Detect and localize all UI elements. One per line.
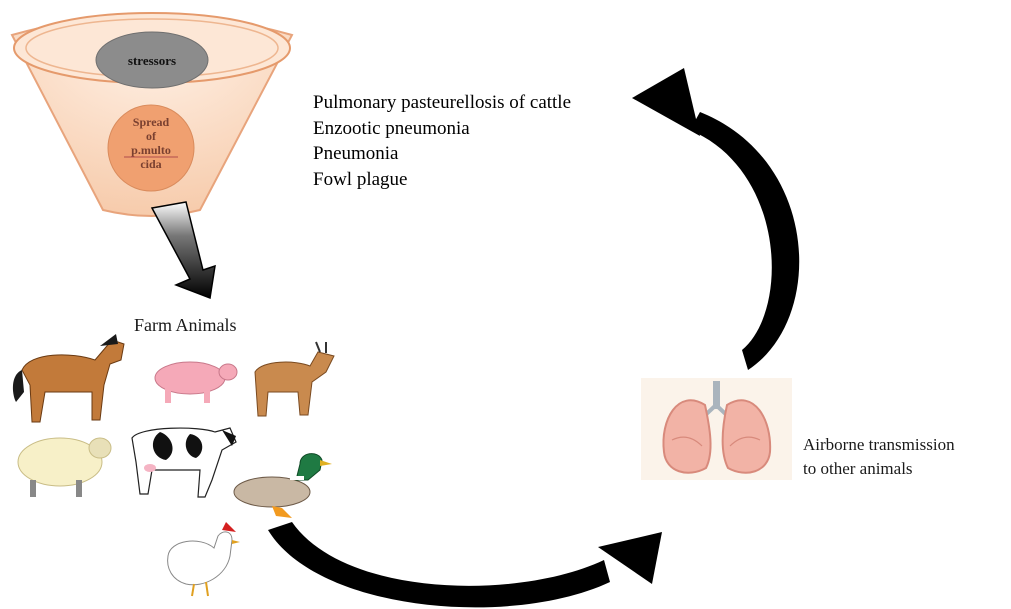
spread-label-line-4: cida xyxy=(140,157,161,171)
spread-label-line-3: p.multo xyxy=(131,143,171,157)
cycle-arrow-right-icon xyxy=(268,522,662,607)
pig-icon xyxy=(155,362,237,403)
airborne-caption-line-2: to other animals xyxy=(803,457,955,481)
stressors-label: stressors xyxy=(128,53,176,68)
horse-icon xyxy=(13,334,124,422)
duck-icon xyxy=(234,454,332,518)
disease-item: Pulmonary pasteurellosis of cattle xyxy=(313,90,571,116)
disease-list: Pulmonary pasteurellosis of cattle Enzoo… xyxy=(313,90,571,192)
down-arrow-icon xyxy=(152,202,215,298)
cow-icon xyxy=(132,428,236,497)
airborne-caption-line-1: Airborne transmission xyxy=(803,433,955,457)
cycle-arrow-up-icon xyxy=(632,68,799,370)
sheep-icon xyxy=(18,438,111,497)
spread-label-line-2: of xyxy=(146,129,157,143)
disease-item: Pneumonia xyxy=(313,141,571,167)
spread-label-line-1: Spread xyxy=(133,115,170,129)
farm-animals-title: Farm Animals xyxy=(134,315,237,336)
disease-item: Fowl plague xyxy=(313,167,571,193)
airborne-caption: Airborne transmission to other animals xyxy=(803,433,955,481)
disease-item: Enzootic pneumonia xyxy=(313,116,571,142)
chicken-icon xyxy=(168,522,240,596)
lungs-icon xyxy=(641,378,792,480)
goat-icon xyxy=(255,342,334,416)
